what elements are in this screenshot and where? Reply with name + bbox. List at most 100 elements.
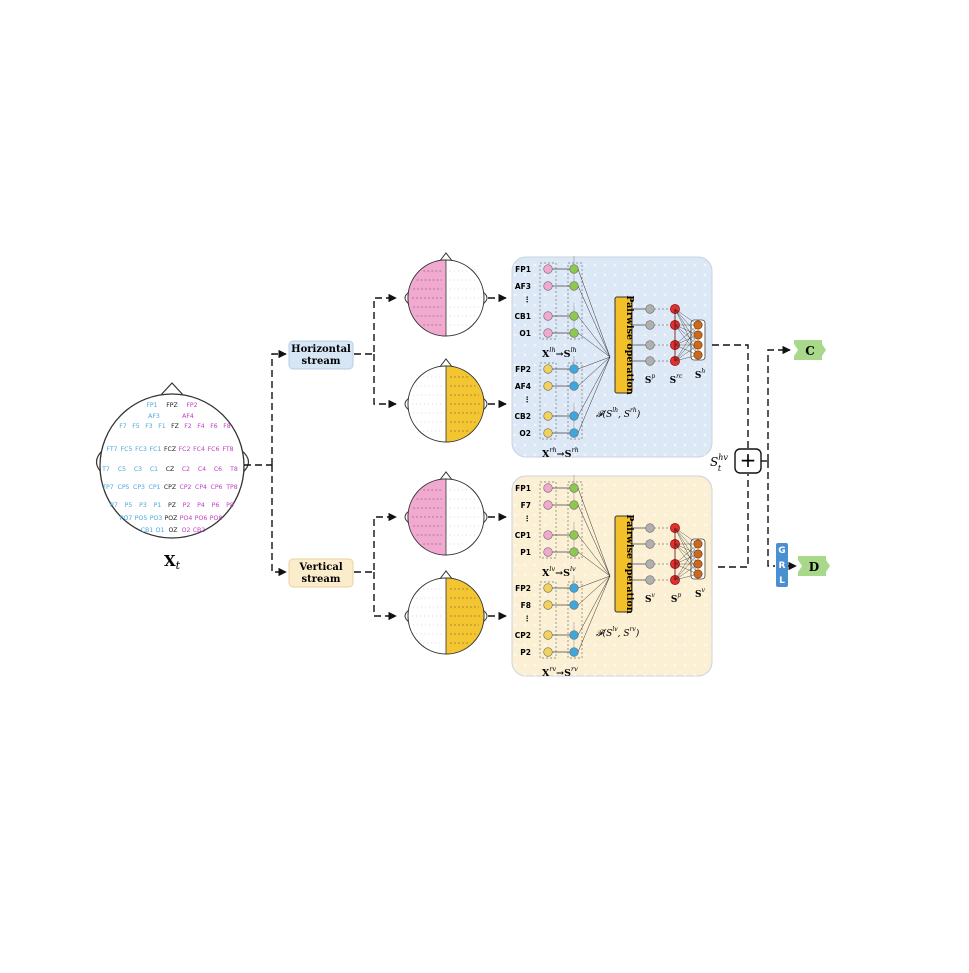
- hemisphere-heads: [404, 252, 488, 655]
- electrode-ft8: FT8: [222, 446, 233, 453]
- group-caption: Xrv→Srv: [542, 665, 578, 679]
- embed-node: [569, 500, 579, 510]
- horizontal-right-head: [404, 358, 488, 443]
- gray-node: [645, 320, 655, 330]
- embed-node: [569, 600, 579, 610]
- gray-node: [645, 356, 655, 366]
- electrode-o1: O1: [156, 527, 165, 534]
- electrode-fc2: FC2: [179, 446, 191, 453]
- fc-link: [674, 543, 699, 581]
- embed-node: [569, 264, 579, 274]
- horizontal-stream-box: Horizontal stream: [288, 340, 354, 370]
- embed-node: [569, 530, 579, 540]
- channel-label: F8: [521, 601, 531, 610]
- input-node: [543, 647, 553, 657]
- electrode-f4: F4: [197, 423, 205, 430]
- electrode-cb1: CB1: [141, 527, 154, 534]
- s-out-label: Sv: [695, 587, 706, 600]
- discriminator-label: D: [809, 560, 819, 574]
- output-node: [693, 559, 703, 569]
- vertical-stream-box: Vertical stream: [288, 558, 354, 588]
- electrode-cp2: CP2: [180, 484, 192, 491]
- electrode-p2: P2: [183, 502, 191, 509]
- vertical-stream-line1: Vertical: [298, 562, 342, 573]
- gray-node: [645, 304, 655, 314]
- classifier-shape: [794, 340, 826, 360]
- electrode-fp1: FP1: [146, 402, 157, 409]
- electrode-fcz: FCZ: [164, 446, 176, 453]
- electrode-t7: T7: [101, 466, 110, 473]
- s-red-label: Src: [670, 373, 683, 386]
- vertical-panel: FP1F7⋮CP1P1Xlv→SlvFP2F8⋮CP2P2Xrv→SrvPair…: [511, 475, 713, 679]
- vertical-stream-line2: stream: [302, 574, 341, 585]
- electrode-p6: P6: [212, 502, 220, 509]
- nose: [438, 252, 454, 263]
- electrode-po6: PO6: [195, 515, 208, 522]
- cross-link: [577, 332, 611, 358]
- group-caption: Xrh→Srh: [542, 446, 579, 460]
- s-gray-label: Sp: [645, 373, 656, 386]
- s-red-label: Sp: [671, 592, 682, 605]
- electrode-fc5: FC5: [121, 446, 133, 453]
- operation-label: Pairwise operation: [624, 514, 635, 614]
- electrode-po4: PO4: [180, 515, 193, 522]
- electrode-fc1: FC1: [150, 446, 162, 453]
- output-node: [693, 350, 703, 360]
- fc-link: [674, 324, 699, 356]
- group-caption: Xlh→Slh: [542, 346, 577, 360]
- electrode-c1: C1: [150, 466, 158, 473]
- embed-node: [569, 311, 579, 321]
- group-caption: Xlv→Slv: [542, 565, 576, 579]
- electrode-fp2: FP2: [186, 402, 197, 409]
- grl-shape: [776, 543, 788, 587]
- cross-link: [577, 575, 611, 589]
- electrode-p8: P8: [226, 502, 234, 509]
- vertical-stream-bg: [288, 558, 354, 588]
- input-node: [543, 281, 553, 291]
- cross-link: [577, 356, 611, 370]
- input-node: [543, 483, 553, 493]
- electrode-f2: F2: [184, 423, 192, 430]
- channel-label: O1: [519, 329, 531, 338]
- electrode-p4: P4: [197, 502, 205, 509]
- channel-label: ⋮: [524, 614, 532, 623]
- gray-node: [645, 559, 655, 569]
- electrode-c4: C4: [198, 466, 206, 473]
- classifier-node: C: [794, 340, 826, 360]
- electrode-p1: P1: [154, 502, 162, 509]
- electrode-f8: F8: [223, 423, 231, 430]
- cross-link: [577, 504, 611, 577]
- nose: [438, 358, 454, 369]
- fc-link: [674, 308, 699, 336]
- hemisphere-fill: [445, 365, 485, 443]
- horizontal-stream-bg: [288, 340, 354, 370]
- embed-node: [569, 381, 579, 391]
- head-outline: [99, 393, 245, 539]
- embed-node: [569, 364, 579, 374]
- output-node: [693, 569, 703, 579]
- electrode-p5: P5: [125, 502, 133, 509]
- panel-dots: [512, 257, 712, 457]
- electrode-fpz: FPZ: [166, 402, 178, 409]
- gray-node: [645, 523, 655, 533]
- embed-node: [569, 428, 579, 438]
- fusion-add-symbol: +: [740, 448, 757, 472]
- channel-label: CP1: [515, 531, 531, 540]
- channel-label: ⋮: [524, 295, 532, 304]
- electrode-tp7: TP7: [101, 484, 114, 491]
- electrode-po8: PO8: [210, 515, 223, 522]
- gray-node: [645, 340, 655, 350]
- fc-link: [674, 543, 699, 565]
- electrode-po7: PO7: [120, 515, 133, 522]
- channel-label: P2: [520, 648, 531, 657]
- input-node: [543, 630, 553, 640]
- classifier-label: C: [805, 344, 815, 358]
- embed-node: [569, 547, 579, 557]
- stream-connectors: [354, 293, 507, 621]
- discriminator-node: D: [798, 556, 830, 576]
- electrode-tp8: TP8: [225, 484, 238, 491]
